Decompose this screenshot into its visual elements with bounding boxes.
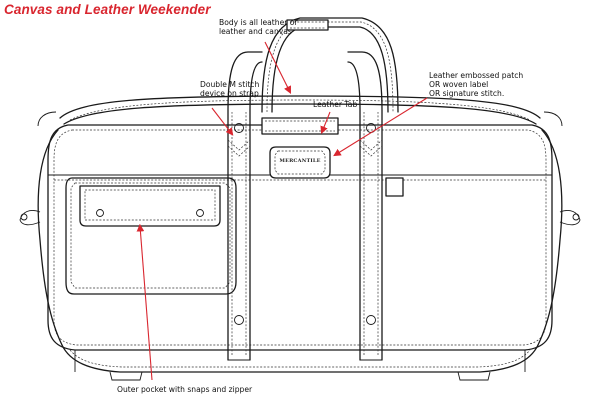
leather-tab (261, 117, 339, 135)
arrow-patch (333, 97, 428, 157)
zipper-pull-right (559, 209, 581, 226)
side-tab (385, 177, 404, 197)
diagram-title: Canvas and Leather Weekender (4, 2, 211, 17)
patch-logo-text: MERCANTILE (279, 158, 321, 164)
annotation-leather-patch: Leather embossed patch OR woven label OR… (429, 71, 523, 99)
callout-arrows (136, 41, 428, 381)
annotation-leather-tab: Leather Tab (313, 100, 357, 109)
arrow-mstitch (211, 107, 234, 136)
annotation-outer-pocket: Outer pocket with snaps and zipper (117, 385, 252, 394)
arrow-tab (320, 111, 331, 135)
annotation-line: Leather Tab (313, 100, 358, 109)
outer-pocket (65, 177, 237, 295)
annotation-line: OR woven label (429, 80, 489, 90)
annotation-line: OR signature stitch. (429, 89, 505, 99)
zipper-pull-left (19, 209, 41, 226)
annotation-line: Body is all leather or (219, 18, 298, 27)
annotation-line: Leather embossed patch (429, 71, 524, 80)
annotation-body-material: Body is all leather or leather and canva… (219, 18, 298, 36)
bag-body (37, 124, 563, 381)
annotation-line: device on strap (200, 89, 259, 99)
annotation-line: Double M stitch (200, 80, 260, 89)
annotation-line: Outer pocket with snaps and zipper (117, 385, 253, 394)
annotation-double-m-stitch: Double M stitch device on strap (200, 80, 259, 98)
strap-left (227, 51, 263, 361)
leather-patch (269, 146, 331, 179)
annotation-line: leather and canvas (219, 27, 292, 37)
arrow-pocket (136, 223, 153, 381)
top-handle (261, 17, 399, 113)
strap-right (347, 51, 383, 361)
arrow-body (264, 41, 291, 94)
bag-top (37, 95, 563, 127)
